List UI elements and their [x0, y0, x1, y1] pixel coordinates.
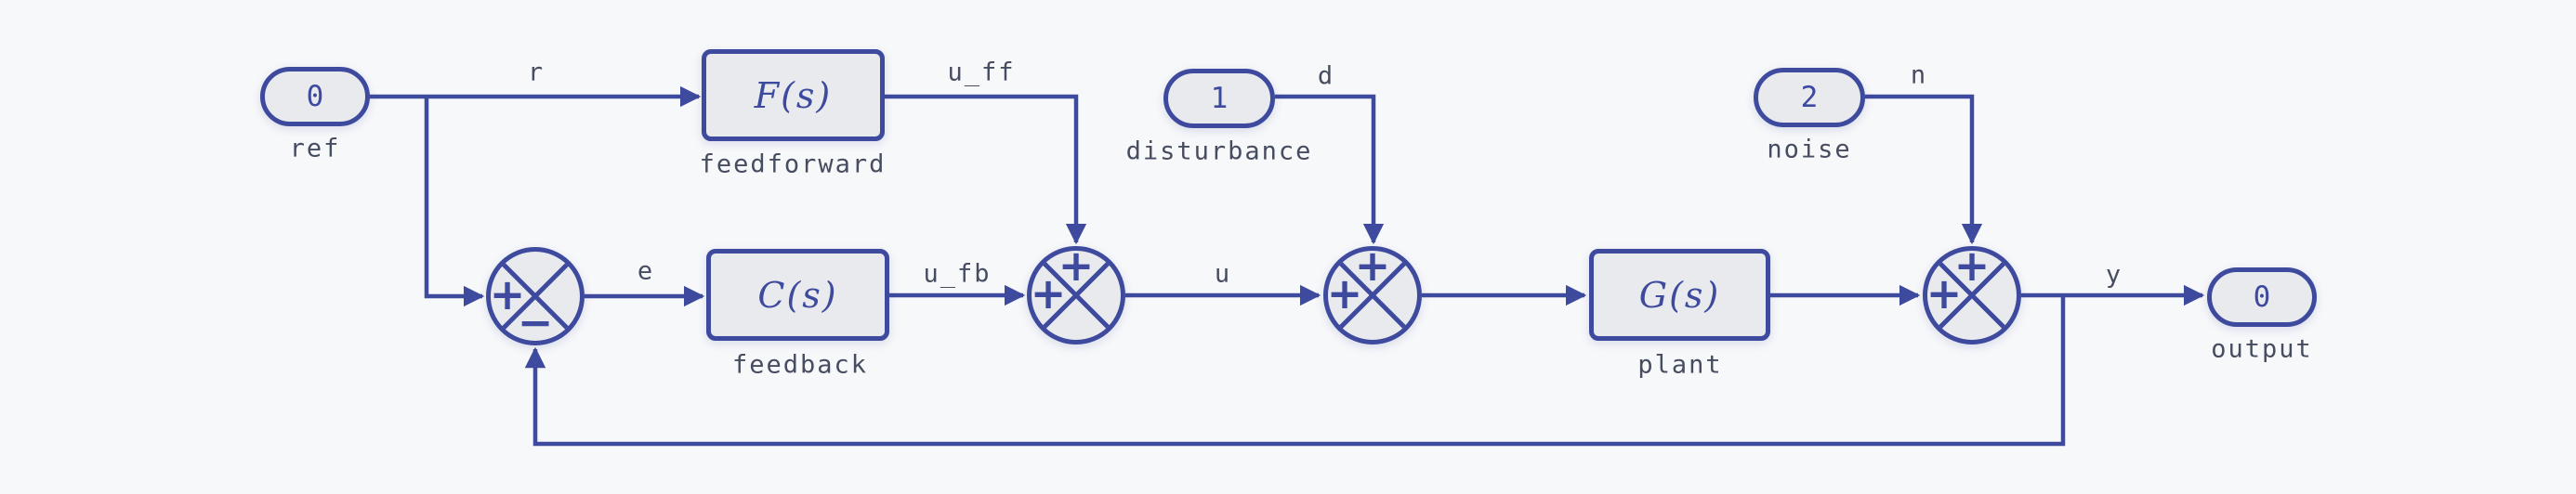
wire-ref-branch [424, 97, 485, 307]
signal-label-u: u [1214, 259, 1232, 289]
node-disturbance-value: 1 [1210, 82, 1229, 115]
wire-n [1865, 94, 1983, 245]
sum-error-sign-west: + [489, 269, 526, 320]
sum-cross-icon [1043, 262, 1110, 329]
signal-label-u-fb: u_fb [923, 259, 992, 289]
sum-error-sign-south: − [517, 297, 554, 348]
block-feedback: C(s) [706, 249, 889, 341]
signal-label-d: d [1317, 61, 1335, 91]
node-disturbance: 1 [1163, 69, 1275, 128]
node-ref: 0 [260, 67, 370, 126]
sum-process-sign-west: + [1326, 268, 1363, 319]
sum-measurement-junction: + + [1923, 240, 2021, 344]
block-plant-formula: G(s) [1638, 274, 1721, 316]
wire-u-ff [885, 94, 1087, 245]
wire-feedback-loop [524, 295, 2066, 447]
sum-cross-icon [1939, 262, 2005, 329]
sum-process-sign-north: + [1354, 240, 1391, 292]
node-noise-value: 2 [1800, 81, 1819, 114]
wire-d [1275, 94, 1385, 245]
node-noise: 2 [1754, 68, 1865, 127]
block-plant: G(s) [1589, 249, 1770, 341]
signal-label-y: y [2105, 260, 2123, 290]
sum-actuation-sign-north: + [1058, 240, 1095, 292]
node-ref-value: 0 [306, 80, 324, 113]
block-plant-label: plant [1637, 350, 1723, 380]
block-feedforward-label: feedforward [699, 150, 887, 179]
sum-process-junction: + + [1323, 240, 1422, 344]
node-output-label: output [2211, 334, 2313, 364]
sum-measurement-sign-north: + [1953, 240, 1991, 292]
node-output: 0 [2207, 267, 2317, 327]
sum-actuation-sign-west: + [1030, 268, 1067, 319]
sum-cross-icon [1339, 262, 1406, 329]
signal-label-u-ff: u_ff [947, 58, 1016, 87]
node-output-value: 0 [2253, 280, 2271, 314]
sum-cross-icon [502, 263, 569, 330]
sum-actuation-junction: + + [1027, 240, 1125, 344]
block-feedback-formula: C(s) [757, 274, 838, 316]
signal-label-e: e [637, 256, 655, 286]
block-feedback-label: feedback [731, 350, 869, 380]
block-feedforward-formula: F(s) [754, 74, 833, 116]
sum-measurement-sign-west: + [1925, 268, 1963, 319]
node-ref-label: ref [289, 134, 341, 163]
block-feedforward: F(s) [702, 49, 885, 141]
node-noise-label: noise [1767, 135, 1852, 164]
signal-label-n: n [1910, 60, 1928, 90]
signal-label-r: r [527, 58, 545, 87]
sum-error-junction: + − [486, 247, 585, 345]
node-disturbance-label: disturbance [1125, 136, 1313, 166]
